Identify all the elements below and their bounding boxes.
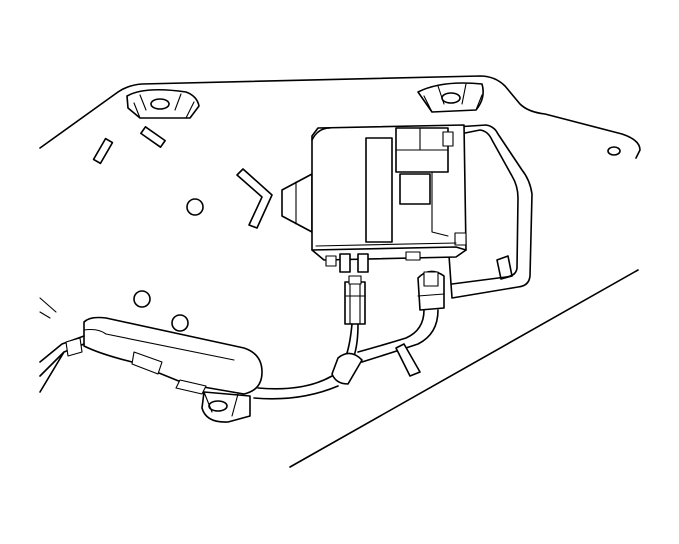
clip-socket xyxy=(201,391,251,423)
wiring-harness xyxy=(39,309,439,400)
wire xyxy=(345,323,359,357)
harness-junction xyxy=(331,352,363,385)
loom-ridge xyxy=(83,328,235,361)
harness-loom xyxy=(83,316,263,395)
module-latch xyxy=(454,232,467,246)
module-socket-inner xyxy=(399,173,431,205)
wire xyxy=(357,309,439,363)
connector xyxy=(417,270,445,311)
wire xyxy=(253,375,339,400)
panel xyxy=(39,75,641,468)
module-left-flange xyxy=(281,173,313,233)
clip-socket xyxy=(417,82,484,113)
panel-slot xyxy=(92,137,114,165)
module-socket-edge xyxy=(431,171,449,237)
panel-hole xyxy=(607,146,621,156)
bracket-inner-edge xyxy=(451,129,519,285)
wire-connector xyxy=(65,337,83,357)
module-latch xyxy=(442,131,454,147)
panel-hole xyxy=(133,290,151,308)
module-foot xyxy=(325,255,337,267)
panel-edge-stub xyxy=(39,297,57,319)
module-socket-divider xyxy=(395,127,449,151)
module-housing-lip xyxy=(311,127,467,251)
module-pin xyxy=(357,253,369,273)
bracket-slot xyxy=(496,255,513,280)
module-label-strip xyxy=(365,137,393,243)
panel-hole xyxy=(186,198,204,216)
module-pin xyxy=(339,253,351,273)
loom-tab xyxy=(131,351,163,375)
connector-body xyxy=(344,281,366,325)
panel-slot xyxy=(140,126,166,148)
loom-tab xyxy=(175,379,207,395)
clip xyxy=(395,343,421,377)
panel-bent-slot xyxy=(236,168,273,229)
panel-outline xyxy=(39,75,641,159)
connector xyxy=(344,275,366,325)
panel-hole xyxy=(171,314,189,332)
module-foot xyxy=(405,251,421,261)
module xyxy=(281,124,467,273)
clip-socket xyxy=(126,88,200,119)
panel-lower-edge xyxy=(289,269,639,468)
module-bottom-rim xyxy=(315,242,457,247)
